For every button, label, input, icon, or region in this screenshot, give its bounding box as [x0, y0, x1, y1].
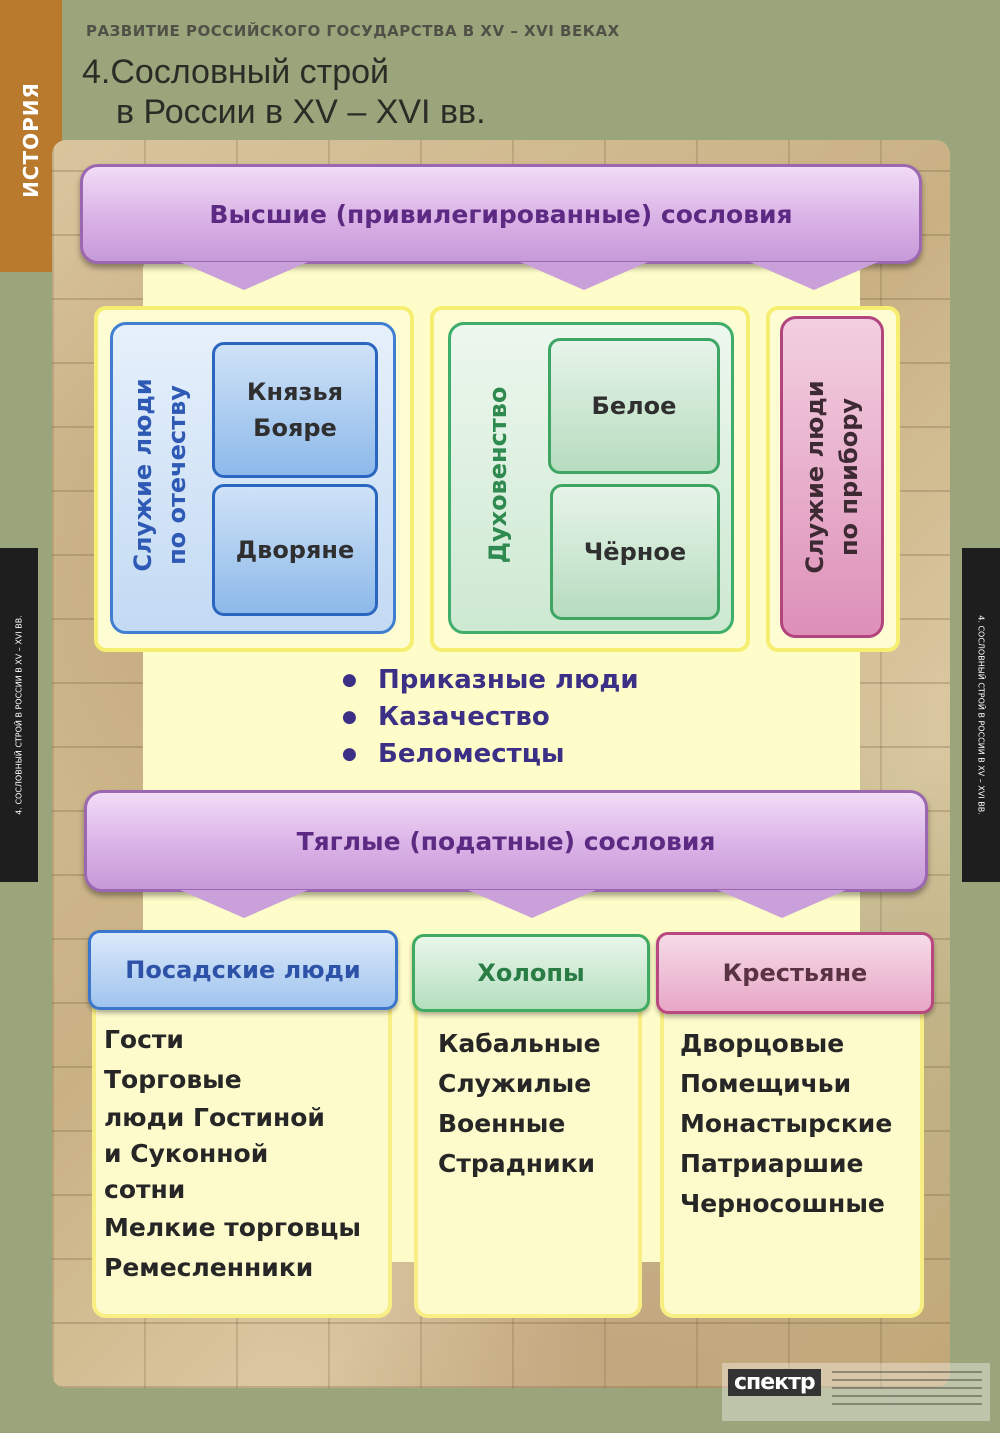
list-item: люди Гостиной — [104, 1103, 325, 1132]
list-item: Кабальные — [438, 1029, 601, 1058]
list-item: Мелкие торговцы — [104, 1213, 362, 1242]
list-item: Помещичьи — [680, 1069, 852, 1098]
peasants-list: Дворцовые Помещичьи Монастырские Патриар… — [680, 1024, 892, 1224]
list-item: Дворцовые — [680, 1029, 845, 1058]
right-edge-strip: 4. СОСЛОВНЫЙ СТРОЙ В РОССИИ В XV – XVI В… — [962, 548, 1000, 882]
list-item: Страдники — [438, 1149, 596, 1178]
imprint-text-lines — [832, 1371, 982, 1411]
black-clergy-box: Чёрное — [550, 484, 720, 620]
list-item: Торговые — [104, 1065, 242, 1094]
list-item: Служилые — [438, 1069, 592, 1098]
list-item: сотни — [104, 1175, 186, 1204]
list-item: Беломестцы — [342, 736, 639, 773]
clergy-label: Духовенство — [484, 386, 512, 564]
serfs-header: Холопы — [412, 934, 650, 1012]
townspeople-header: Посадские люди — [88, 930, 398, 1010]
list-item: и Суконной — [104, 1139, 269, 1168]
lower-arrow-center — [468, 890, 596, 918]
peasants-header: Крестьяне — [656, 932, 934, 1014]
list-item: Гости — [104, 1025, 184, 1054]
subject-tab: ИСТОРИЯ — [0, 0, 62, 272]
princes-boyars-box: Князья Бояре — [212, 342, 378, 478]
upper-arrow-left — [180, 262, 308, 290]
list-item: Ремесленники — [104, 1253, 314, 1282]
list-item: Приказные люди — [342, 662, 639, 699]
list-item: Монастырские — [680, 1109, 893, 1138]
nobles-box: Дворяне — [212, 484, 378, 616]
left-edge-strip: 4. СОСЛОВНЫЙ СТРОЙ В РОССИИ В XV – XVI В… — [0, 548, 38, 882]
upper-arrow-center — [520, 262, 648, 290]
series-subheader: РАЗВИТИЕ РОССИЙСКОГО ГОСУДАРСТВА В XV – … — [86, 22, 620, 40]
white-clergy-box: Белое — [548, 338, 720, 474]
list-item: Военные — [438, 1109, 566, 1138]
lower-estates-title: Тяглые (податные) сословия — [296, 826, 716, 856]
townspeople-list-card — [92, 996, 392, 1318]
upper-arrow-right — [750, 262, 878, 290]
page-title: 4.Сословный строй в России в XV – XVI вв… — [82, 52, 486, 132]
clergy-label-wrap: Духовенство — [448, 322, 548, 628]
peasants-list-card — [660, 996, 924, 1318]
other-groups-list: Приказные люди Казачество Беломестцы — [342, 662, 639, 773]
list-item: Казачество — [342, 699, 639, 736]
list-item: Черносошные — [680, 1189, 885, 1218]
title-number: 4. — [82, 53, 111, 91]
right-edge-label: 4. СОСЛОВНЫЙ СТРОЙ В РОССИИ В XV – XVI В… — [976, 615, 986, 815]
lower-estates-banner: Тяглые (податные) сословия — [84, 790, 928, 892]
serfs-list-card — [414, 996, 642, 1318]
title-line1: Сословный строй — [110, 53, 390, 91]
townspeople-list: Гости Торговые люди Гостиной и Суконной … — [104, 1020, 361, 1288]
upper-estates-banner: Высшие (привилегированные) сословия — [80, 164, 922, 264]
list-item: Патриаршие — [680, 1149, 864, 1178]
left-edge-label: 4. СОСЛОВНЫЙ СТРОЙ В РОССИИ В XV – XVI В… — [14, 615, 24, 815]
subject-tab-label: ИСТОРИЯ — [19, 82, 43, 198]
upper-estates-title: Высшие (привилегированные) сословия — [209, 199, 793, 229]
publisher-logo: спектр — [728, 1369, 821, 1396]
title-line2: в России в XV – XVI вв. — [116, 93, 486, 131]
lower-arrow-right — [718, 890, 846, 918]
lower-arrow-left — [180, 890, 308, 918]
publisher-footer: спектр — [722, 1363, 990, 1421]
serfs-list: Кабальные Служилые Военные Страдники — [438, 1024, 601, 1184]
